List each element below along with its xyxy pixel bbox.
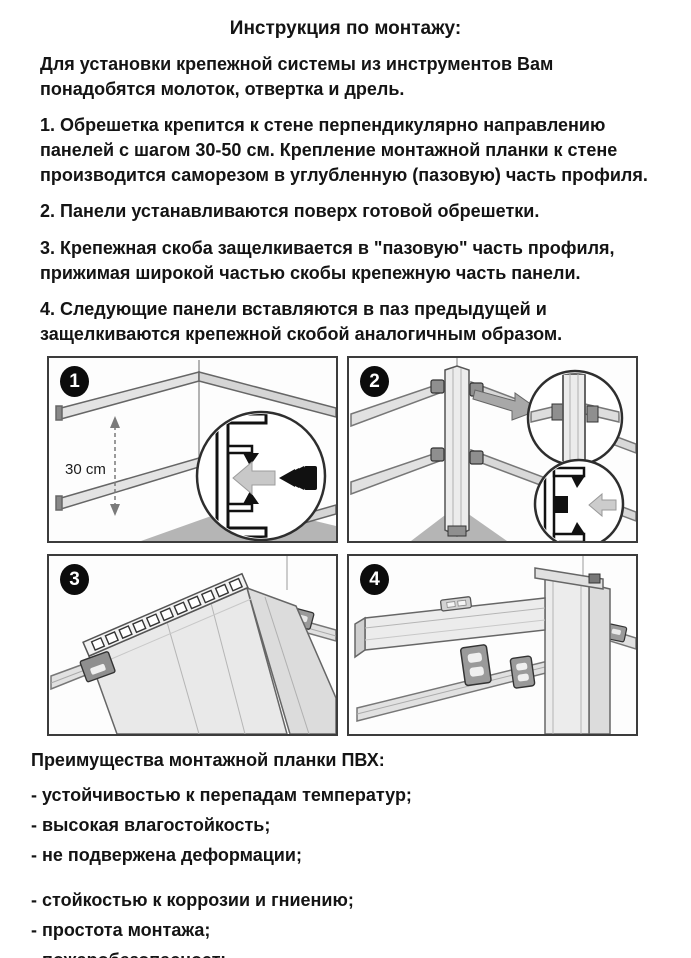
clip-detail-inset-circle [533,458,625,541]
spacing-label: 30 cm [65,461,106,478]
figure-4-illustration [354,555,636,734]
panel-cell-edge [82,572,249,657]
advantages-list-1: - устойчивостью к перепадам температур; … [31,780,649,870]
figure-4-number-badge: 4 [360,563,389,595]
advantages-list-2: - стойкостью к коррозии и гниению; - про… [31,885,649,958]
insert-arrow-icon [588,492,617,517]
panel-back [245,586,336,734]
advantage-item: - пожаробезопасность. [31,945,649,958]
page-title: Инструкция по монтажу: [229,18,462,39]
instruction-text-block: Для установки крепежной системы из инстр… [0,52,691,347]
pointer-arrow-icon [472,388,541,421]
insert-arrow-icon [232,460,276,495]
intro-paragraph: Для установки крепежной системы из инстр… [40,54,554,99]
mounting-clips [430,378,484,465]
figure-3-illustration [50,555,336,734]
figure-1-panel: 30 cm [47,355,338,543]
figure-grid: 30 cm [47,355,691,736]
step-3-text: 3. Крепежная скоба защелкивается в "пазо… [40,237,615,283]
figure-1-illustration: 30 cm [55,359,336,541]
figure-4-panel: 4 [347,553,638,736]
step-2-text: 2. Панели устанавливаются поверх готовой… [40,201,540,222]
screw-icon [279,465,317,490]
spacing-measure-arrow [110,415,120,516]
corner-detail-content [530,372,620,463]
horizontal-panel [354,595,546,659]
fastening-clip-small [509,655,536,689]
advantage-item: - высокая влагостойкость; [31,814,271,835]
advantage-item: - стойкостью к коррозии и гниению; [31,889,354,910]
fastening-clip-large [459,643,492,686]
figure-2-panel: 2 [347,355,638,543]
corner-post [444,364,470,537]
mounting-clip-left [79,650,116,682]
advantage-item: - не подвержена деформации; [31,844,302,865]
advantages-section: Преимущества монтажной планки ПВХ: - уст… [0,750,691,958]
vertical-panel [534,566,611,734]
step-1-text: 1. Обрешетка крепится к стене перпендику… [40,115,648,185]
figure-3-number-badge: 3 [60,563,89,595]
clip-detail-content [543,462,617,541]
figure-2-number-badge: 2 [360,365,389,397]
figure-2-illustration [350,357,636,541]
advantages-heading: Преимущества монтажной планки ПВХ: [31,749,385,770]
figure-3-panel: 3 [47,553,338,736]
figure-1-number-badge: 1 [60,365,89,397]
step-4-text: 4. Следующие панели вставляются в паз пр… [40,299,563,344]
advantage-item: - устойчивостью к перепадам температур; [31,784,412,805]
advantage-item: - простота монтажа; [31,919,211,940]
